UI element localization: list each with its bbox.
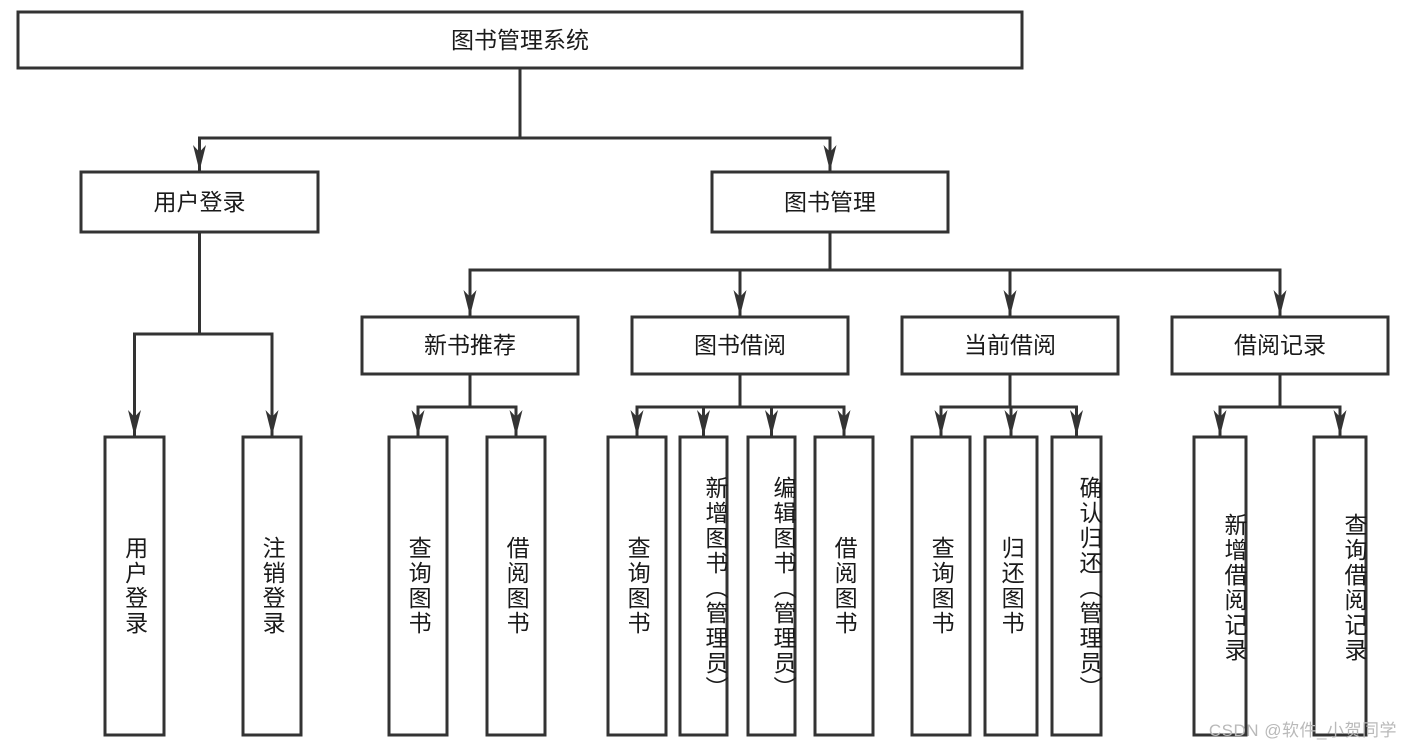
- node-box-leaf-add-book-admin[interactable]: [678, 435, 729, 737]
- arrow-icon-book-borrow: [733, 290, 747, 316]
- node-box-current-borrow[interactable]: [900, 315, 1120, 376]
- node-box-leaf-query-book-2[interactable]: [606, 435, 668, 737]
- arrows-layer: [128, 145, 1347, 436]
- arrow-icon-leaf-edit-book-admin: [765, 410, 778, 436]
- watermark-text: CSDN @软件_小贺同学: [1208, 721, 1397, 740]
- arrow-icon-new-book-recommend: [463, 290, 477, 316]
- node-box-leaf-add-borrow-record[interactable]: [1192, 435, 1248, 737]
- arrow-icon-borrow-record: [1273, 290, 1287, 316]
- node-box-borrow-record[interactable]: [1170, 315, 1390, 376]
- node-box-leaf-edit-book-admin[interactable]: [746, 435, 797, 737]
- arrow-icon-leaf-add-book-admin: [697, 410, 710, 436]
- node-box-leaf-borrow-book-1[interactable]: [485, 435, 547, 737]
- node-box-user-login[interactable]: [79, 170, 320, 234]
- arrow-icon-leaf-add-borrow-record: [1213, 410, 1227, 436]
- node-box-leaf-confirm-return-admin[interactable]: [1050, 435, 1103, 737]
- arrow-icon-leaf-confirm-return-admin: [1070, 410, 1083, 436]
- node-box-leaf-query-book-3[interactable]: [910, 435, 972, 737]
- node-box-leaf-query-borrow-record[interactable]: [1312, 435, 1368, 737]
- connectors-layer: [133, 66, 1342, 437]
- arrow-icon-leaf-user-logout: [265, 410, 279, 436]
- arrow-icon-leaf-query-book-2: [630, 410, 644, 436]
- node-box-leaf-query-book-1[interactable]: [387, 435, 449, 737]
- arrow-icon-leaf-query-book-1: [411, 410, 425, 436]
- arrow-icon-user-login: [193, 145, 206, 171]
- arrow-icon-leaf-query-borrow-record: [1333, 410, 1347, 436]
- arrow-icon-current-borrow: [1003, 290, 1017, 316]
- node-box-leaf-borrow-book-2[interactable]: [813, 435, 875, 737]
- node-box-new-book-recommend[interactable]: [360, 315, 580, 376]
- arrow-icon-leaf-query-book-3: [934, 410, 948, 436]
- node-box-leaf-return-book[interactable]: [983, 435, 1039, 737]
- node-box-book-borrow[interactable]: [630, 315, 850, 376]
- node-box-root[interactable]: [16, 10, 1024, 70]
- boxes-layer: [16, 10, 1390, 737]
- arrow-icon-leaf-borrow-book-1: [509, 410, 523, 436]
- node-box-leaf-user-login[interactable]: [103, 435, 166, 737]
- node-box-leaf-user-logout[interactable]: [241, 435, 303, 737]
- node-box-book-manage[interactable]: [710, 170, 950, 234]
- arrow-icon-book-manage: [823, 145, 837, 171]
- arrow-icon-leaf-borrow-book-2: [837, 410, 851, 436]
- arrow-icon-leaf-user-login: [128, 410, 141, 436]
- arrow-icon-leaf-return-book: [1004, 410, 1018, 436]
